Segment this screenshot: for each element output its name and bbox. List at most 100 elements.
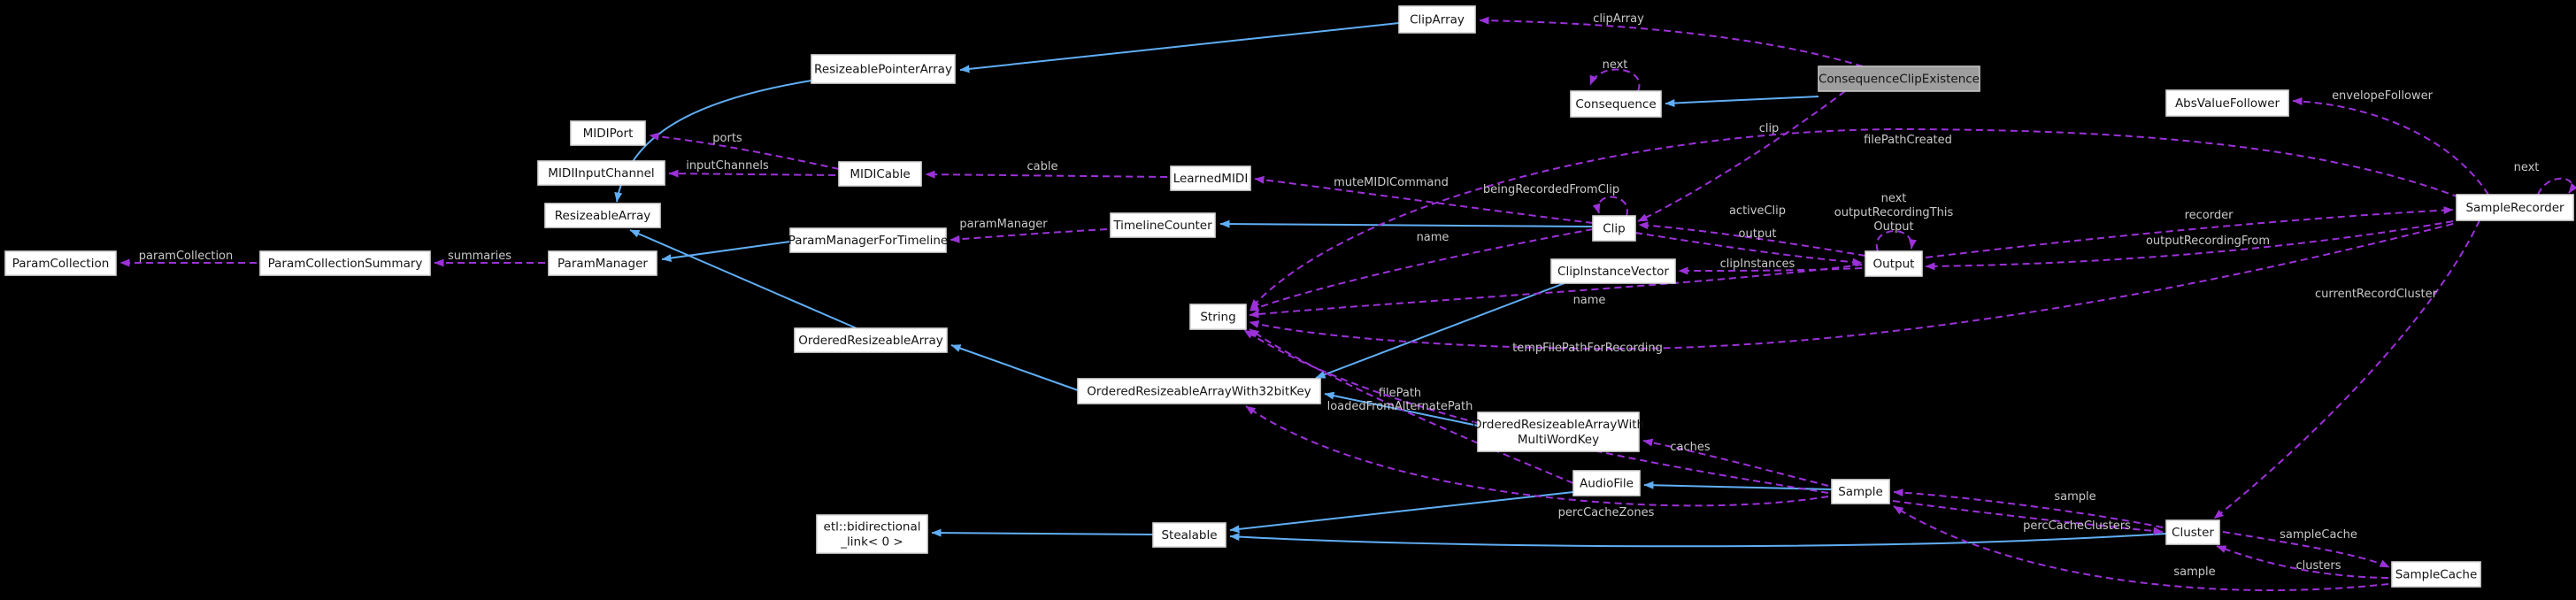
edge-label-ports: ports (712, 132, 742, 145)
edge-label-cable: cable (1027, 160, 1058, 173)
edge-label-name-clip: name (1417, 231, 1449, 244)
edge-label-currentRecordCluster: currentRecordCluster (2315, 288, 2438, 301)
edge-percCacheClusters (1892, 500, 2164, 535)
node-clip-instance-vector[interactable]: ClipInstanceVector (1550, 258, 1676, 284)
edge-caches (1642, 438, 1829, 487)
node-cluster[interactable]: Cluster (2165, 519, 2220, 545)
edge-label-activeClip: activeClip (1729, 204, 1786, 218)
node-label: TimelineCounter (1112, 219, 1212, 233)
node-label: Clip (1603, 222, 1626, 236)
edge-label-loadedFromAlternatePath: loadedFromAlternatePath (1327, 400, 1473, 413)
node-label: ConsequenceClipExistence (1819, 73, 1980, 87)
node-label: AudioFile (1580, 477, 1634, 491)
node-label: ParamManager (557, 257, 648, 271)
node-label: MIDIPort (583, 127, 634, 141)
node-string[interactable]: String (1189, 304, 1247, 330)
edge-inputChannels (668, 169, 836, 178)
node-label: Sample (1838, 485, 1883, 499)
edge-clipArray (1479, 16, 1864, 67)
edge-name-clip (1249, 228, 1594, 312)
node-label: Consequence (1575, 97, 1656, 112)
edge-label-summaries: summaries (448, 250, 511, 263)
node-label: Cluster (2172, 526, 2214, 540)
edge-label-clipInstances: clipInstances (1720, 258, 1796, 271)
edge-next-consequence (1589, 68, 1641, 92)
node-label: OrderedResizeableArray (798, 334, 942, 348)
node-label: Stealable (1161, 528, 1217, 542)
edge-label-tempFilePathForRecording: tempFilePathForRecording (1512, 342, 1663, 355)
edge-name-output (1249, 264, 1863, 319)
node-resizeable-pointer-array[interactable]: ResizeablePointerArray (811, 54, 956, 84)
edge-label-recorder: recorder (2185, 209, 2234, 222)
node-resizeable-array[interactable]: ResizeableArray (544, 203, 661, 228)
node-sample[interactable]: Sample (1831, 479, 1890, 504)
node-label: ClipInstanceVector (1557, 265, 1669, 279)
edge-muteMIDICommand (1254, 175, 1594, 224)
node-clip[interactable]: Clip (1592, 215, 1636, 242)
node-audio-file[interactable]: AudioFile (1573, 470, 1641, 496)
edge-label-clipArray: clipArray (1593, 12, 1644, 26)
node-abs-value-follower[interactable]: AbsValueFollower (2165, 89, 2289, 117)
edge-label-paramCollection: paramCollection (139, 250, 234, 263)
node-label: ParamCollection (12, 257, 110, 271)
edge-tempFilePathForRecording (1249, 223, 2454, 350)
node-output[interactable]: Output (1865, 250, 1923, 277)
node-label: Output (1873, 258, 1915, 272)
edge-label-clip: clip (1759, 122, 1780, 135)
node-label: SampleCache (2395, 568, 2478, 582)
node-label: LearnedMIDI (1173, 172, 1249, 186)
edge-label-envelopeFollower: envelopeFollower (2332, 89, 2434, 103)
edge-label-filePathCreated: filePathCreated (1864, 134, 1952, 147)
edge-parammanagerfortimeline-inherits-parammanager (661, 241, 791, 263)
node-etl-bidirectional-link[interactable]: etl::bidirectional_link< 0 > (816, 514, 928, 554)
node-label: OrderedResizeableArrayWith32bitKey (1087, 385, 1311, 399)
edge-stealable-inherits-etl-bidirectional-link (931, 528, 1154, 537)
edge-sample-samplecache (1893, 505, 2389, 591)
edge-percCacheZones (1245, 405, 1829, 507)
edge-label-sample-cluster: sample (2054, 490, 2095, 504)
edge-clipinstancevector-inherits-ora32bitkey (1315, 282, 1565, 379)
edge-cable (925, 170, 1168, 179)
node-label: ParamManagerForTimeline (788, 234, 948, 248)
edge-clip (1637, 90, 1846, 222)
edge-filePath (1249, 328, 1574, 484)
node-timeline-counter[interactable]: TimelineCounter (1110, 212, 1216, 238)
edge-clusters (2216, 545, 2389, 579)
node-midi-input-channel[interactable]: MIDIInputChannel (537, 160, 665, 186)
node-ordered-resizeable-array-with-32bit-key[interactable]: OrderedResizeableArrayWith32bitKey (1077, 378, 1321, 404)
edge-label-outputRecordingFrom: outputRecordingFrom (2146, 235, 2270, 248)
edge-sample-cluster (1893, 488, 2164, 528)
node-param-manager[interactable]: ParamManager (548, 250, 657, 276)
edge-orderedresizeablearray-inherits-resizeablearray (629, 229, 857, 329)
node-sample-cache[interactable]: SampleCache (2391, 561, 2481, 588)
edge-filePathCreated (1250, 127, 2460, 310)
node-param-collection[interactable]: ParamCollection (4, 250, 117, 276)
edge-label-name-output: name (1573, 294, 1606, 307)
edge-outputRecordingFrom (1925, 220, 2454, 271)
node-label: etl::bidirectional_link< 0 > (824, 520, 921, 550)
node-midi-port[interactable]: MIDIPort (570, 120, 646, 146)
node-midi-cable[interactable]: MIDICable (838, 161, 922, 187)
edge-label-beingRecordedFromClip: beingRecordedFromClip (1483, 183, 1619, 196)
edge-audiofile-inherits-stealable (1229, 491, 1574, 534)
edge-label-clusters: clusters (2296, 559, 2341, 573)
edge-cluster-inherits-stealable (1229, 533, 2167, 548)
edge-ports (649, 132, 840, 170)
edge-clip-inherits-timelinecounter (1219, 219, 1594, 228)
node-consequence-clip-existence[interactable]: ConsequenceClipExistence (1818, 65, 1980, 92)
node-sample-recorder[interactable]: SampleRecorder (2456, 194, 2574, 221)
edge-ora32bitkey-inherits-orderedresizeablearray (950, 344, 1079, 391)
node-ordered-resizeable-array[interactable]: OrderedResizeableArray (794, 327, 948, 353)
edge-envelopeFollower (2292, 96, 2489, 196)
node-consequence[interactable]: Consequence (1570, 90, 1662, 118)
node-param-collection-summary[interactable]: ParamCollectionSummary (259, 250, 431, 276)
node-learned-midi[interactable]: LearnedMIDI (1170, 165, 1251, 191)
node-clip-array[interactable]: ClipArray (1398, 5, 1476, 34)
node-stealable[interactable]: Stealable (1152, 522, 1226, 548)
edge-label-caches: caches (1670, 441, 1710, 454)
node-param-manager-for-timeline[interactable]: ParamManagerForTimeline (788, 227, 948, 253)
